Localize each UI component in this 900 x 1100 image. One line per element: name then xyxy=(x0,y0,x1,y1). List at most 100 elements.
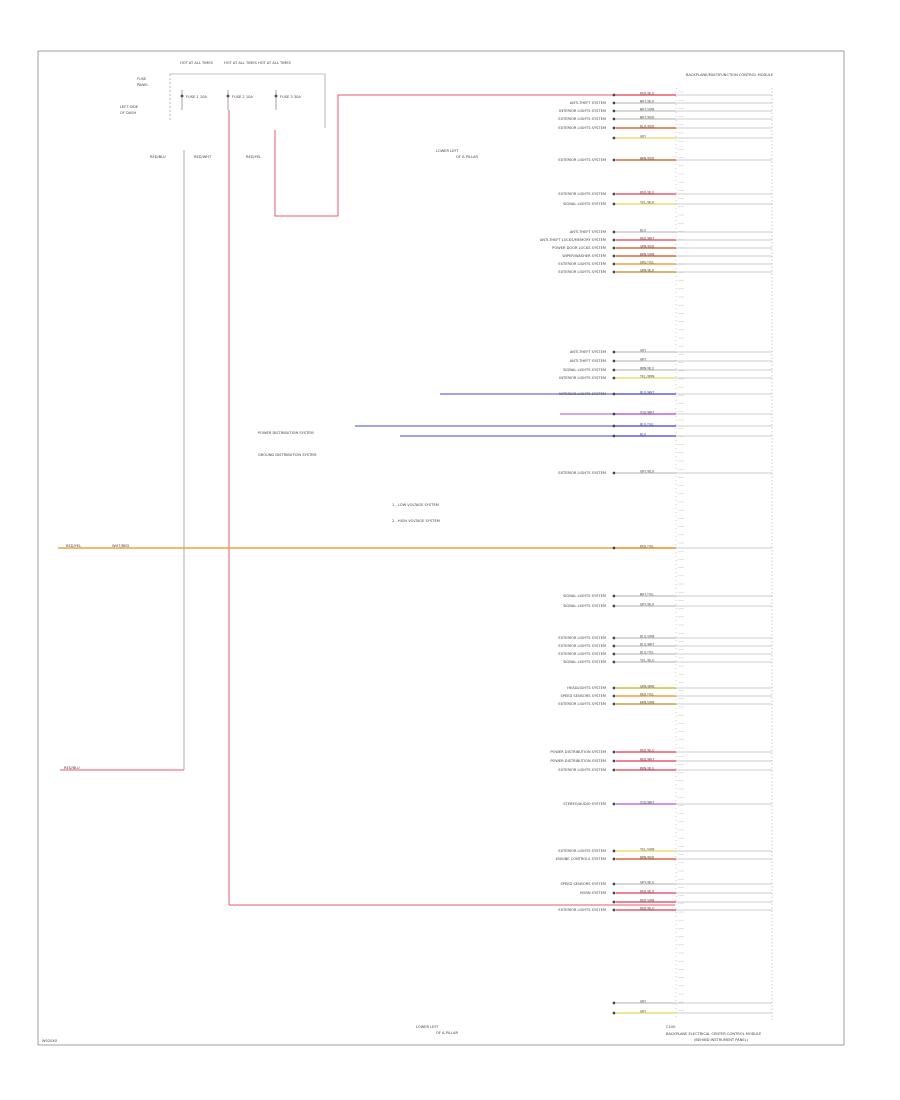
system-label: STEREO/AUDIO SYSTEM xyxy=(563,802,606,806)
system-label: SIGNAL LIGHTS SYSTEM xyxy=(563,368,606,372)
system-label: POWER DOOR LOCKS SYSTEM xyxy=(552,246,606,250)
connector-dot xyxy=(612,434,616,438)
connector-dot xyxy=(612,849,616,853)
system-label: ANTI-THEFT SYSTEM xyxy=(570,230,606,234)
connector-dot xyxy=(612,686,616,690)
source-left-bottom-label: RED/BLU xyxy=(64,766,80,770)
system-label: SIGNAL LIGHTS SYSTEM xyxy=(563,202,606,206)
wire-color-label: RED/YEL xyxy=(640,544,654,548)
fuse-1: HOT AT ALL TIMES FUSE 1 10A RED/BLU xyxy=(150,61,214,159)
fuse-note-2: PANEL xyxy=(137,83,148,87)
wire-color-label: RED/BLU xyxy=(640,190,654,194)
system-label: INTERIOR LIGHTS SYSTEM xyxy=(559,392,606,396)
module-title-bottom-2: (BEHIND INSTRUMENT PANEL) xyxy=(694,1038,749,1042)
connector-row: RED/YEL xyxy=(612,544,772,550)
system-label: EXTERIOR LIGHTS SYSTEM xyxy=(558,126,606,130)
connector-dot xyxy=(612,246,616,250)
system-label: POWER DISTRIBUTION SYSTEM xyxy=(550,759,606,763)
system-label: POWER DISTRIBUTION SYSTEM xyxy=(550,750,606,754)
legend-item-1: 1 - LOW VOLTAGE SYSTEM xyxy=(392,503,439,507)
fuse-3-wire: RED/YEL xyxy=(246,155,261,159)
connector-dot xyxy=(612,702,616,706)
wire-color-label: WHT/GRN xyxy=(640,107,654,111)
fuse-2-wire: RED/WHT xyxy=(194,155,212,159)
fuse-panel-note: FUSE PANEL LEFT SIDE OF DASH xyxy=(120,77,148,115)
system-label: EXTERIOR LIGHTS SYSTEM xyxy=(558,158,606,162)
connector-dot xyxy=(612,254,616,258)
wire-color-label: RED/BLU xyxy=(640,906,654,910)
connector-dot xyxy=(612,192,616,196)
system-label: ANTI-THEFT SYSTEM xyxy=(570,101,606,105)
connector-dot xyxy=(612,392,616,396)
fuse-1-wire: RED/BLU xyxy=(150,155,166,159)
orange-wire-label-left-2: WHT/RED xyxy=(112,544,129,548)
fuse-note-1: FUSE xyxy=(137,77,147,81)
connector-dot xyxy=(612,660,616,664)
wire-color-label: BRN/BLU xyxy=(640,366,654,370)
connector-dot xyxy=(612,93,616,97)
system-label: WIPER/WASHER SYSTEM xyxy=(562,254,606,258)
connector-dot xyxy=(612,101,616,105)
connector-dot xyxy=(612,424,616,428)
connector-dot xyxy=(612,694,616,698)
wire-color-label: BLU xyxy=(640,432,646,436)
system-label: EXTERIOR LIGHTS SYSTEM xyxy=(558,262,606,266)
connector-dot xyxy=(612,350,616,354)
system-label: SPEED SENSORS SYSTEM xyxy=(561,694,607,698)
feed-wire-fuse-3 xyxy=(274,94,675,217)
system-label: INTERIOR LIGHTS SYSTEM xyxy=(559,376,606,380)
connector-dot xyxy=(612,546,616,550)
fuse-1-name: FUSE 1 10A xyxy=(186,95,207,99)
connector-row: BRN/BLU SIGNAL LIGHTS SYSTEM xyxy=(563,366,772,372)
connector-dot xyxy=(612,471,616,475)
wire-color-label: WHT/RED xyxy=(640,115,654,119)
wire-color-label: BLU/GRN xyxy=(640,634,654,638)
connector-row: VIO/WHT xyxy=(612,410,772,416)
module-title-bottom-1: BACKPLANE ELECTRICAL CENTER CONTROL MODU… xyxy=(666,1032,762,1036)
connector-dot xyxy=(612,604,616,608)
wire-color-label: WHT/YEL xyxy=(640,592,654,596)
wire-color-label: ORG/YEL xyxy=(640,260,654,264)
connector-dot xyxy=(612,230,616,234)
wire-color-label: GRY/BLU xyxy=(640,880,654,884)
system-label: EXTERIOR LIGHTS SYSTEM xyxy=(558,768,606,772)
connector-dot xyxy=(612,1001,616,1005)
connector-dot xyxy=(612,891,616,895)
wire-color-label: GRY/BLK xyxy=(640,602,655,606)
wire-color-label: RED/BLU xyxy=(640,91,654,95)
module-title-top: BACKPLANE/MULTIFUNCTION CONTROL MODULE xyxy=(686,73,774,77)
wire-color-label: RED/BLK xyxy=(640,889,655,893)
wire-color-label: WHT/BLK xyxy=(640,99,655,103)
system-label: EXTERIOR LIGHTS SYSTEM xyxy=(558,471,606,475)
system-label: EXTERIOR LIGHTS SYSTEM xyxy=(558,644,606,648)
wire-color-label: YEL/GRN xyxy=(640,847,654,851)
connector-dot xyxy=(612,158,616,162)
wire-color-label: BLU xyxy=(640,228,646,232)
wire-color-label: GRY xyxy=(640,357,646,361)
system-label: ANTI-THEFT SYSTEM xyxy=(570,359,606,363)
connector-dot xyxy=(612,594,616,598)
connector-row: GRY xyxy=(612,134,772,140)
connector-dot xyxy=(612,644,616,648)
wire-color-label: YEL/BLU xyxy=(640,658,654,662)
fuse-3-title: HOT AT ALL TIMES xyxy=(258,61,292,65)
system-label: EXTERIOR LIGHTS SYSTEM xyxy=(558,652,606,656)
fuse-note-3: LEFT SIDE xyxy=(120,105,139,109)
